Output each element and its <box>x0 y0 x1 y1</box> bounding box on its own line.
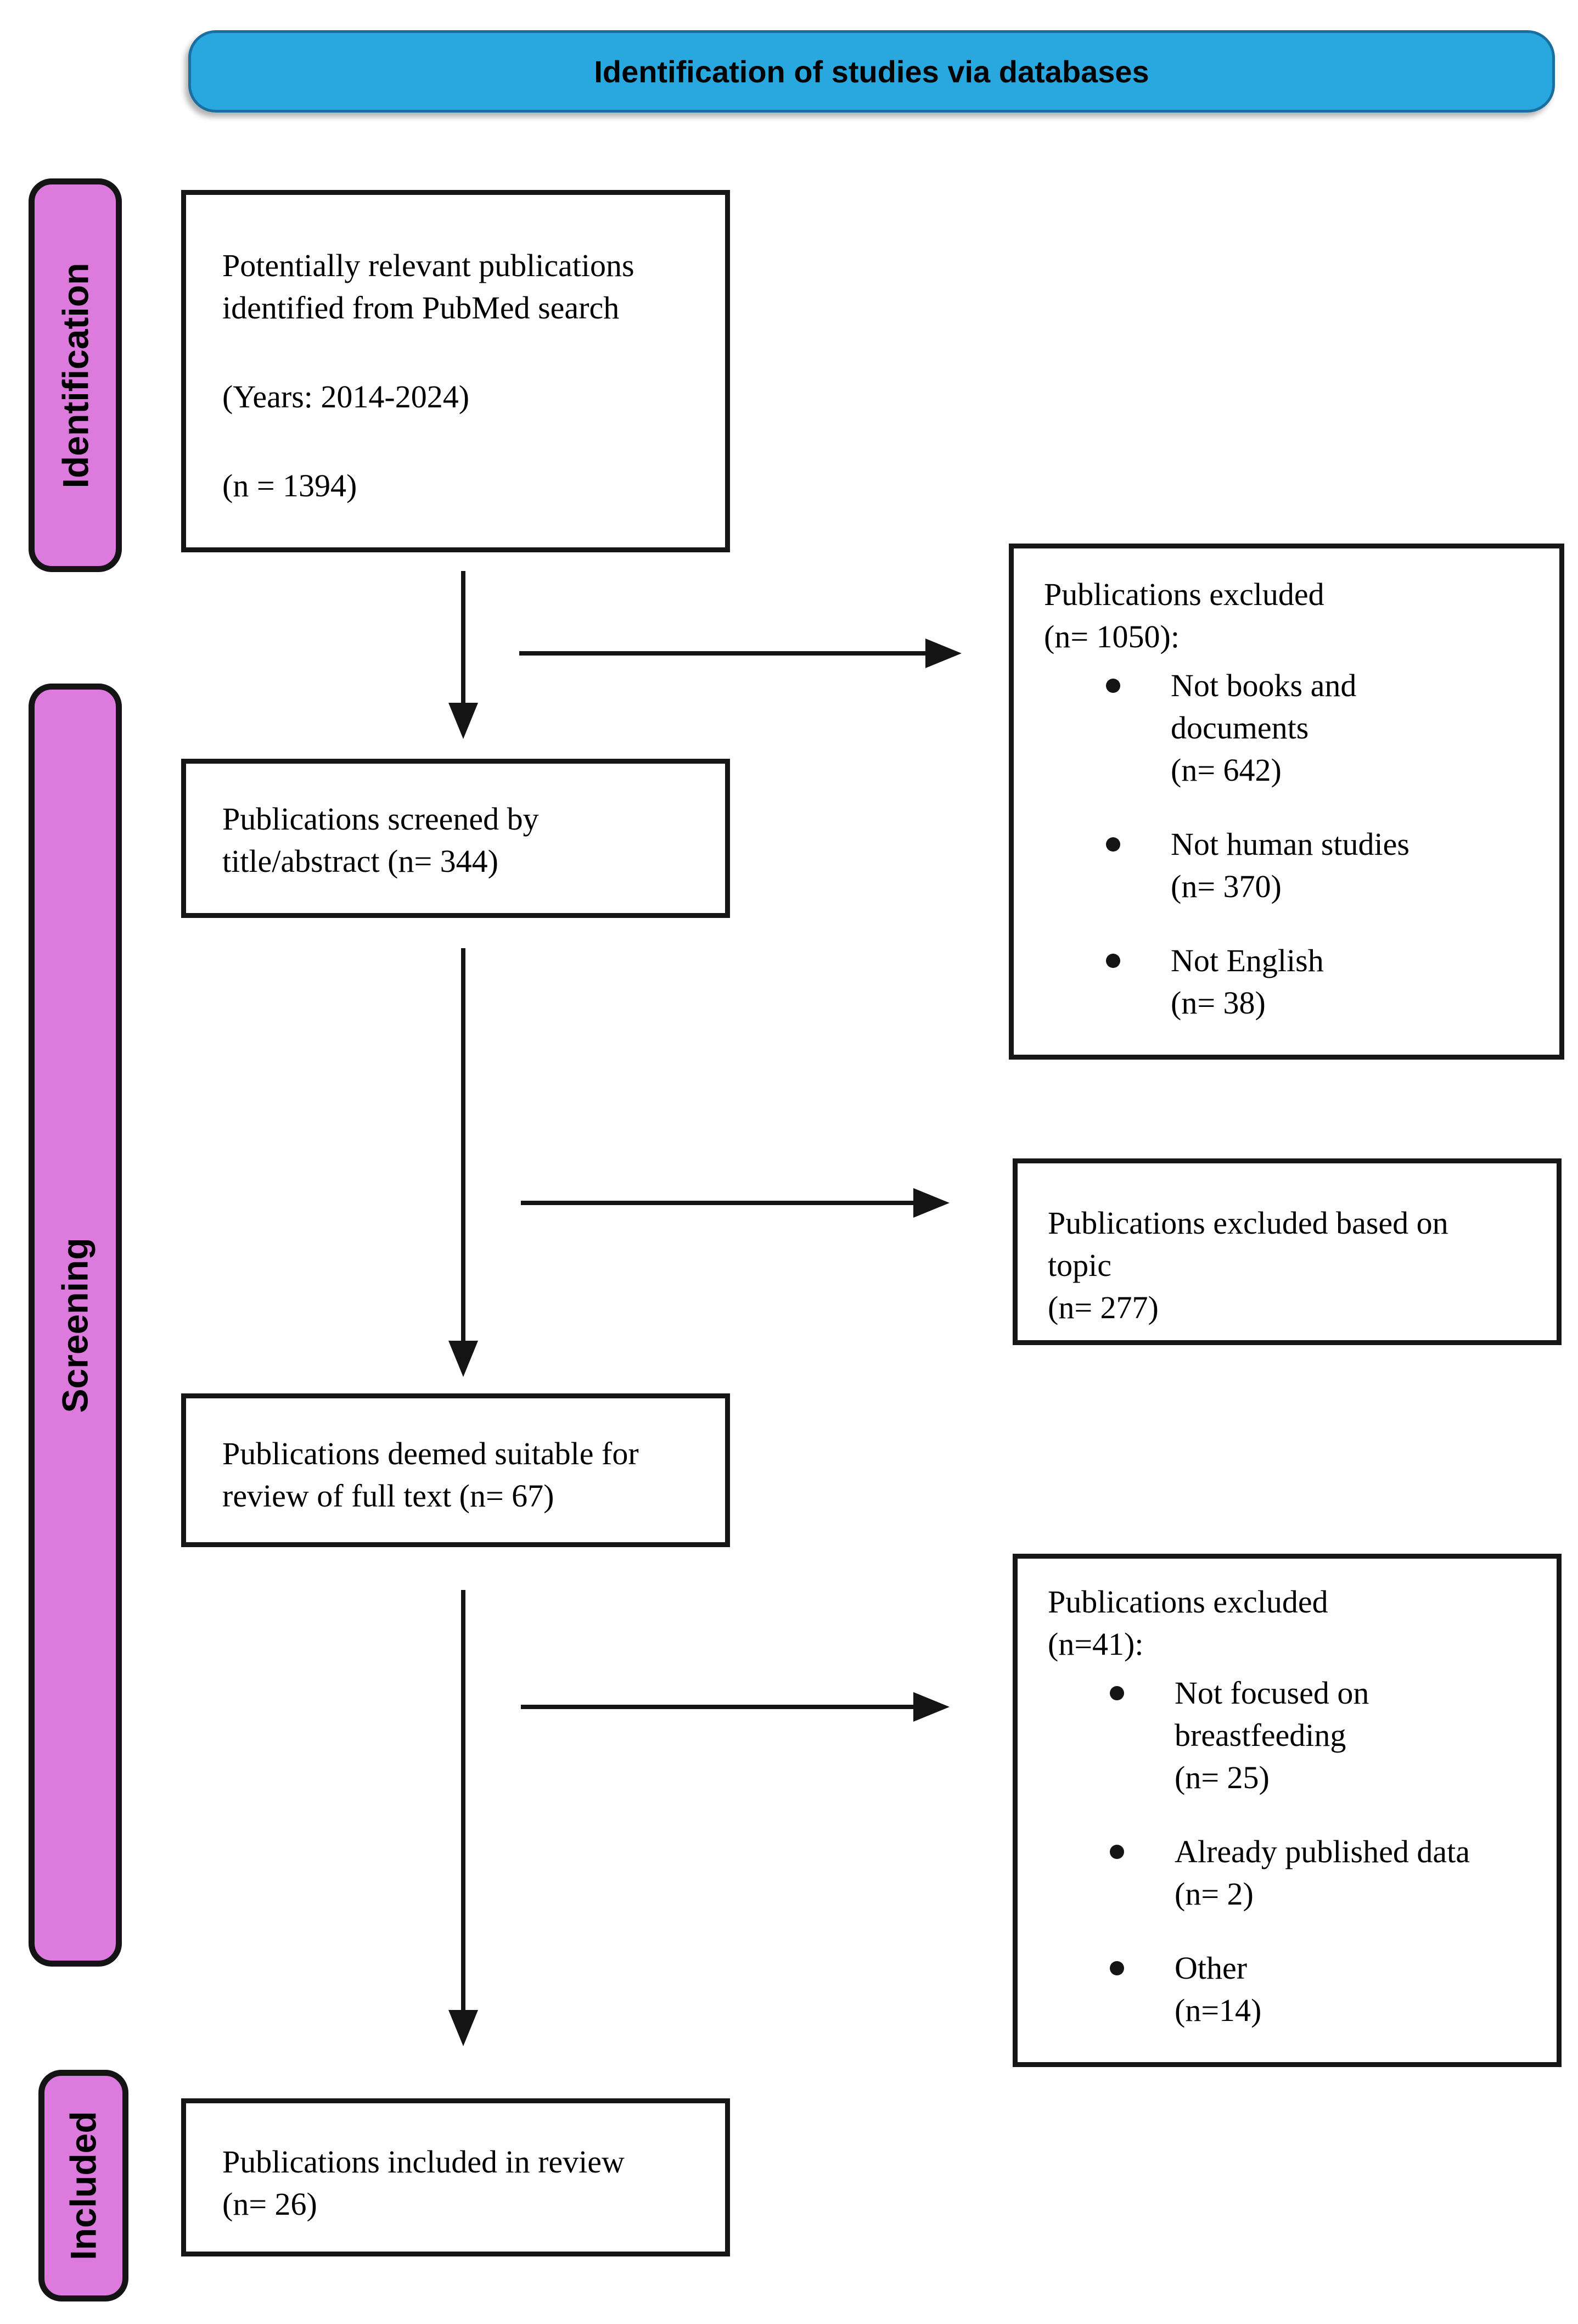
included-line-1: Publications included in review <box>222 2144 625 2180</box>
identified-years: (Years: 2014-2024) <box>222 379 470 415</box>
identified-text: Potentially relevant publications identi… <box>222 244 703 329</box>
stage-label-screening-text: Screening <box>55 1237 96 1413</box>
flow-box-identified-publications: Potentially relevant publications identi… <box>181 190 730 552</box>
arrow-right-to-fulltext-exclusions <box>521 1705 913 1709</box>
flow-box-screened-publications: Publications screened by title/abstract … <box>181 759 730 918</box>
exclusion-count: (n= 38) <box>1171 985 1266 1021</box>
flow-box-fulltext-review: Publications deemed suitable for review … <box>181 1393 730 1547</box>
arrow-right-to-database-exclusions <box>519 651 925 656</box>
stage-label-identification: Identification <box>29 178 122 572</box>
exclusion-box-database-filters: Publications excluded (n= 1050): Not boo… <box>1009 544 1564 1060</box>
arrow-right-to-topic-exclusions <box>521 1201 913 1205</box>
arrow-down-screened-to-fulltext <box>461 948 465 1341</box>
fulltext-line-2: review of full text (n= 67) <box>222 1478 554 1514</box>
included-count: (n= 26) <box>222 2186 317 2222</box>
screened-line-2: title/abstract (n= 344) <box>222 843 498 879</box>
exclusion-fulltext-title: Publications excluded (n=41): <box>1048 1584 1328 1662</box>
exclusion-count: (n= 2) <box>1175 1876 1254 1912</box>
exclusion-topic-line-1: Publications excluded based on <box>1048 1205 1448 1241</box>
screened-line-1: Publications screened by <box>222 801 539 837</box>
arrow-down-fulltext-to-included <box>461 1590 465 2010</box>
exclusion-count: (n= 25) <box>1175 1760 1270 1795</box>
flow-box-included-in-review: Publications included in review (n= 26) <box>181 2098 730 2256</box>
exclusion-topic-line-2: topic <box>1048 1247 1111 1283</box>
exclusion-fulltext-list: Not focused on breastfeeding (n= 25) Alr… <box>1048 1672 1535 2031</box>
exclusion-count: (n=14) <box>1175 1992 1262 2028</box>
fulltext-line-1: Publications deemed suitable for <box>222 1436 639 1471</box>
exclusion-topic-count: (n= 277) <box>1048 1290 1159 1325</box>
stage-label-included: Included <box>38 2070 128 2301</box>
banner-identification-via-databases: Identification of studies via databases <box>188 30 1555 113</box>
stage-label-included-text: Included <box>63 2111 104 2260</box>
exclusion-item-already-published: Already published data (n= 2) <box>1048 1830 1535 1915</box>
exclusion-item-other: Other (n=14) <box>1048 1947 1535 2031</box>
exclusion-database-title: Publications excluded (n= 1050): <box>1044 576 1324 654</box>
stage-label-screening: Screening <box>29 684 122 1967</box>
exclusion-item-not-breastfeeding: Not focused on breastfeeding (n= 25) <box>1048 1672 1535 1799</box>
exclusion-item-not-human: Not human studies (n= 370) <box>1044 823 1537 908</box>
exclusion-box-fulltext: Publications excluded (n=41): Not focuse… <box>1013 1554 1562 2067</box>
exclusion-item-not-books: Not books and documents (n= 642) <box>1044 664 1537 791</box>
arrow-down-identified-to-screened <box>461 571 465 703</box>
identified-count: (n = 1394) <box>222 468 357 503</box>
identified-line-2: identified from PubMed search <box>222 290 620 326</box>
exclusion-item-not-english: Not English (n= 38) <box>1044 939 1537 1024</box>
exclusion-count: (n= 370) <box>1171 869 1282 904</box>
exclusion-count: (n= 642) <box>1171 752 1282 788</box>
identified-line-1: Potentially relevant publications <box>222 248 634 283</box>
exclusion-database-list: Not books and documents (n= 642) Not hum… <box>1044 664 1537 1024</box>
stage-label-identification-text: Identification <box>55 262 96 488</box>
banner-title: Identification of studies via databases <box>594 54 1149 89</box>
exclusion-box-topic: Publications excluded based on topic (n=… <box>1013 1158 1562 1345</box>
